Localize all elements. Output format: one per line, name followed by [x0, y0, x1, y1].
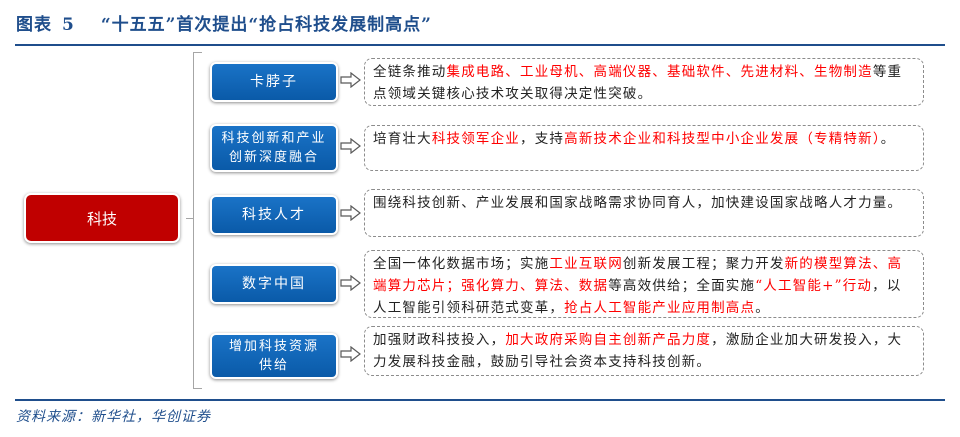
root-node-tech: 科技 [24, 193, 180, 243]
branch-node-label: 数字中国 [242, 276, 306, 292]
branch-node-digital-china: 数字中国 [210, 264, 338, 304]
branch-desc-talent: 围绕科技创新、产业发展和国家战略需求协同育人，加快建设国家战略人才力量。 [364, 189, 924, 237]
branch-node-innovation-integration: 科技创新和产业 创新深度融合 [210, 124, 338, 172]
desc-text: 。 [880, 131, 896, 147]
figure-title: 图表 5 “十五五”首次提出“抢占科技发展制高点” [16, 10, 432, 35]
bottom-divider [15, 399, 945, 401]
desc-text: 等重点领域关键核心技术攻关取得决定性突破。 [373, 64, 903, 102]
source-note: 资料来源：新华社，华创证券 [16, 409, 211, 425]
branch-node-label-line2: 供给 [258, 358, 289, 373]
branch-node-talent: 科技人才 [210, 195, 338, 235]
arrow-right-icon [340, 275, 361, 291]
branch-node-label: 科技人才 [242, 207, 306, 223]
desc-highlight: 抢占人工智能产业应用制高点 [564, 300, 756, 316]
branch-desc-resource-supply: 加强财政科技投入，加大政府采购自主创新产品力度，激励企业加大研发投入，大力发展科… [364, 326, 924, 376]
desc-highlight: 高新技术企业和科技型中小企业发展（专精特新） [564, 131, 881, 147]
branch-node-resource-supply: 增加科技资源 供给 [210, 333, 338, 379]
desc-text: 创新发展工程；聚力开发 [622, 256, 785, 272]
desc-text: 围绕科技创新、产业发展和国家战略需求协同育人，加快建设国家战略人才力量。 [373, 195, 903, 211]
connector-tick [186, 218, 194, 219]
desc-text: 等高效供给；全面实施 [608, 278, 756, 294]
arrow-right-icon [340, 346, 361, 362]
top-divider [15, 44, 945, 46]
desc-highlight: 工业互联网 [549, 256, 623, 272]
arrow-right-icon [340, 205, 361, 221]
branch-node-label-line2: 创新深度融合 [228, 150, 319, 165]
arrow-right-icon [340, 72, 361, 88]
branch-node-label-line1: 增加科技资源 [228, 339, 319, 354]
desc-text: ，激励企业加大研发投入，大力发展科技金融，鼓励引导社会资本支持科技创新。 [373, 332, 903, 370]
branch-node-label: 卡脖子 [250, 74, 298, 90]
desc-highlight: “人工智能+”行动 [755, 278, 873, 294]
desc-text: ，以人工智能引领科研范式变革， [373, 278, 902, 316]
desc-text: ，支持 [520, 131, 565, 147]
figure-number: 5 [62, 15, 75, 35]
figure-caption: “十五五”首次提出“抢占科技发展制高点” [100, 15, 432, 35]
branch-desc-digital-china: 全国一体化数据市场；实施工业互联网创新发展工程；聚力开发新的模型算法、高端算力芯… [364, 250, 924, 318]
desc-highlight: 科技领军企业 [431, 131, 521, 147]
branch-bracket [193, 52, 202, 389]
desc-text: 加强财政科技投入， [373, 332, 506, 348]
figure-label: 图表 [16, 15, 52, 35]
desc-text: 全链条推动 [373, 64, 447, 80]
desc-text: 培育壮大 [373, 131, 432, 147]
branch-desc-chokepoint: 全链条推动集成电路、工业母机、高端仪器、基础软件、先进材料、生物制造等重点领域关… [364, 58, 924, 106]
desc-text: 。 [755, 300, 770, 316]
branch-node-label-line1: 科技创新和产业 [221, 131, 327, 146]
desc-highlight: 集成电路、工业母机、高端仪器、基础软件、先进材料、生物制造 [446, 64, 873, 80]
desc-highlight: 新的模型算法、高端算力芯片；强化算力、算法、数据 [373, 256, 903, 294]
root-node-label: 科技 [86, 209, 117, 228]
desc-text: 全国一体化数据市场；实施 [373, 256, 550, 272]
branch-node-chokepoint: 卡脖子 [210, 62, 338, 102]
desc-highlight: 加大政府采购自主创新产品力度 [505, 332, 712, 348]
branch-desc-innovation-integration: 培育壮大科技领军企业，支持高新技术企业和科技型中小企业发展（专精特新）。 [364, 125, 924, 171]
arrow-right-icon [340, 138, 361, 154]
